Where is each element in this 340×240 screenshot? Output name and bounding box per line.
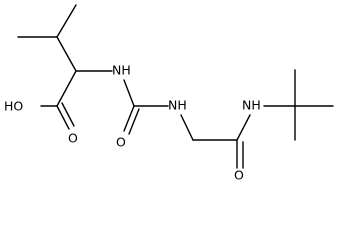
bond-methyl-top [56,4,77,38]
bond-urea-oxygen-2 [128,108,140,135]
label-hydroxyl: HO [4,99,23,114]
label-amine-urea: NH [168,98,187,113]
bonds [17,4,334,169]
label-oxygen-urea: O [116,135,126,150]
molecule-structure: HO NH O O NH NH O [4,4,334,183]
label-oxygen-acid: O [68,131,78,146]
bond-nh-urea [123,79,135,107]
label-oxygen-amide: O [234,168,244,183]
label-amine-alpha: NH [112,63,131,78]
bond-amide-nh [236,114,251,141]
bond-isopropyl-alpha [56,36,77,72]
bond-nh-ch2 [180,114,194,141]
label-amine-tbutyl: NH [242,98,261,113]
atom-labels: HO NH O O NH NH O [4,63,261,183]
bond-urea-oxygen-1 [123,105,135,132]
bond-carboxyl-oxygen-1 [56,105,70,130]
bond-carboxyl-oxygen-2 [61,102,75,127]
bond-alpha-carboxyl [56,70,77,107]
